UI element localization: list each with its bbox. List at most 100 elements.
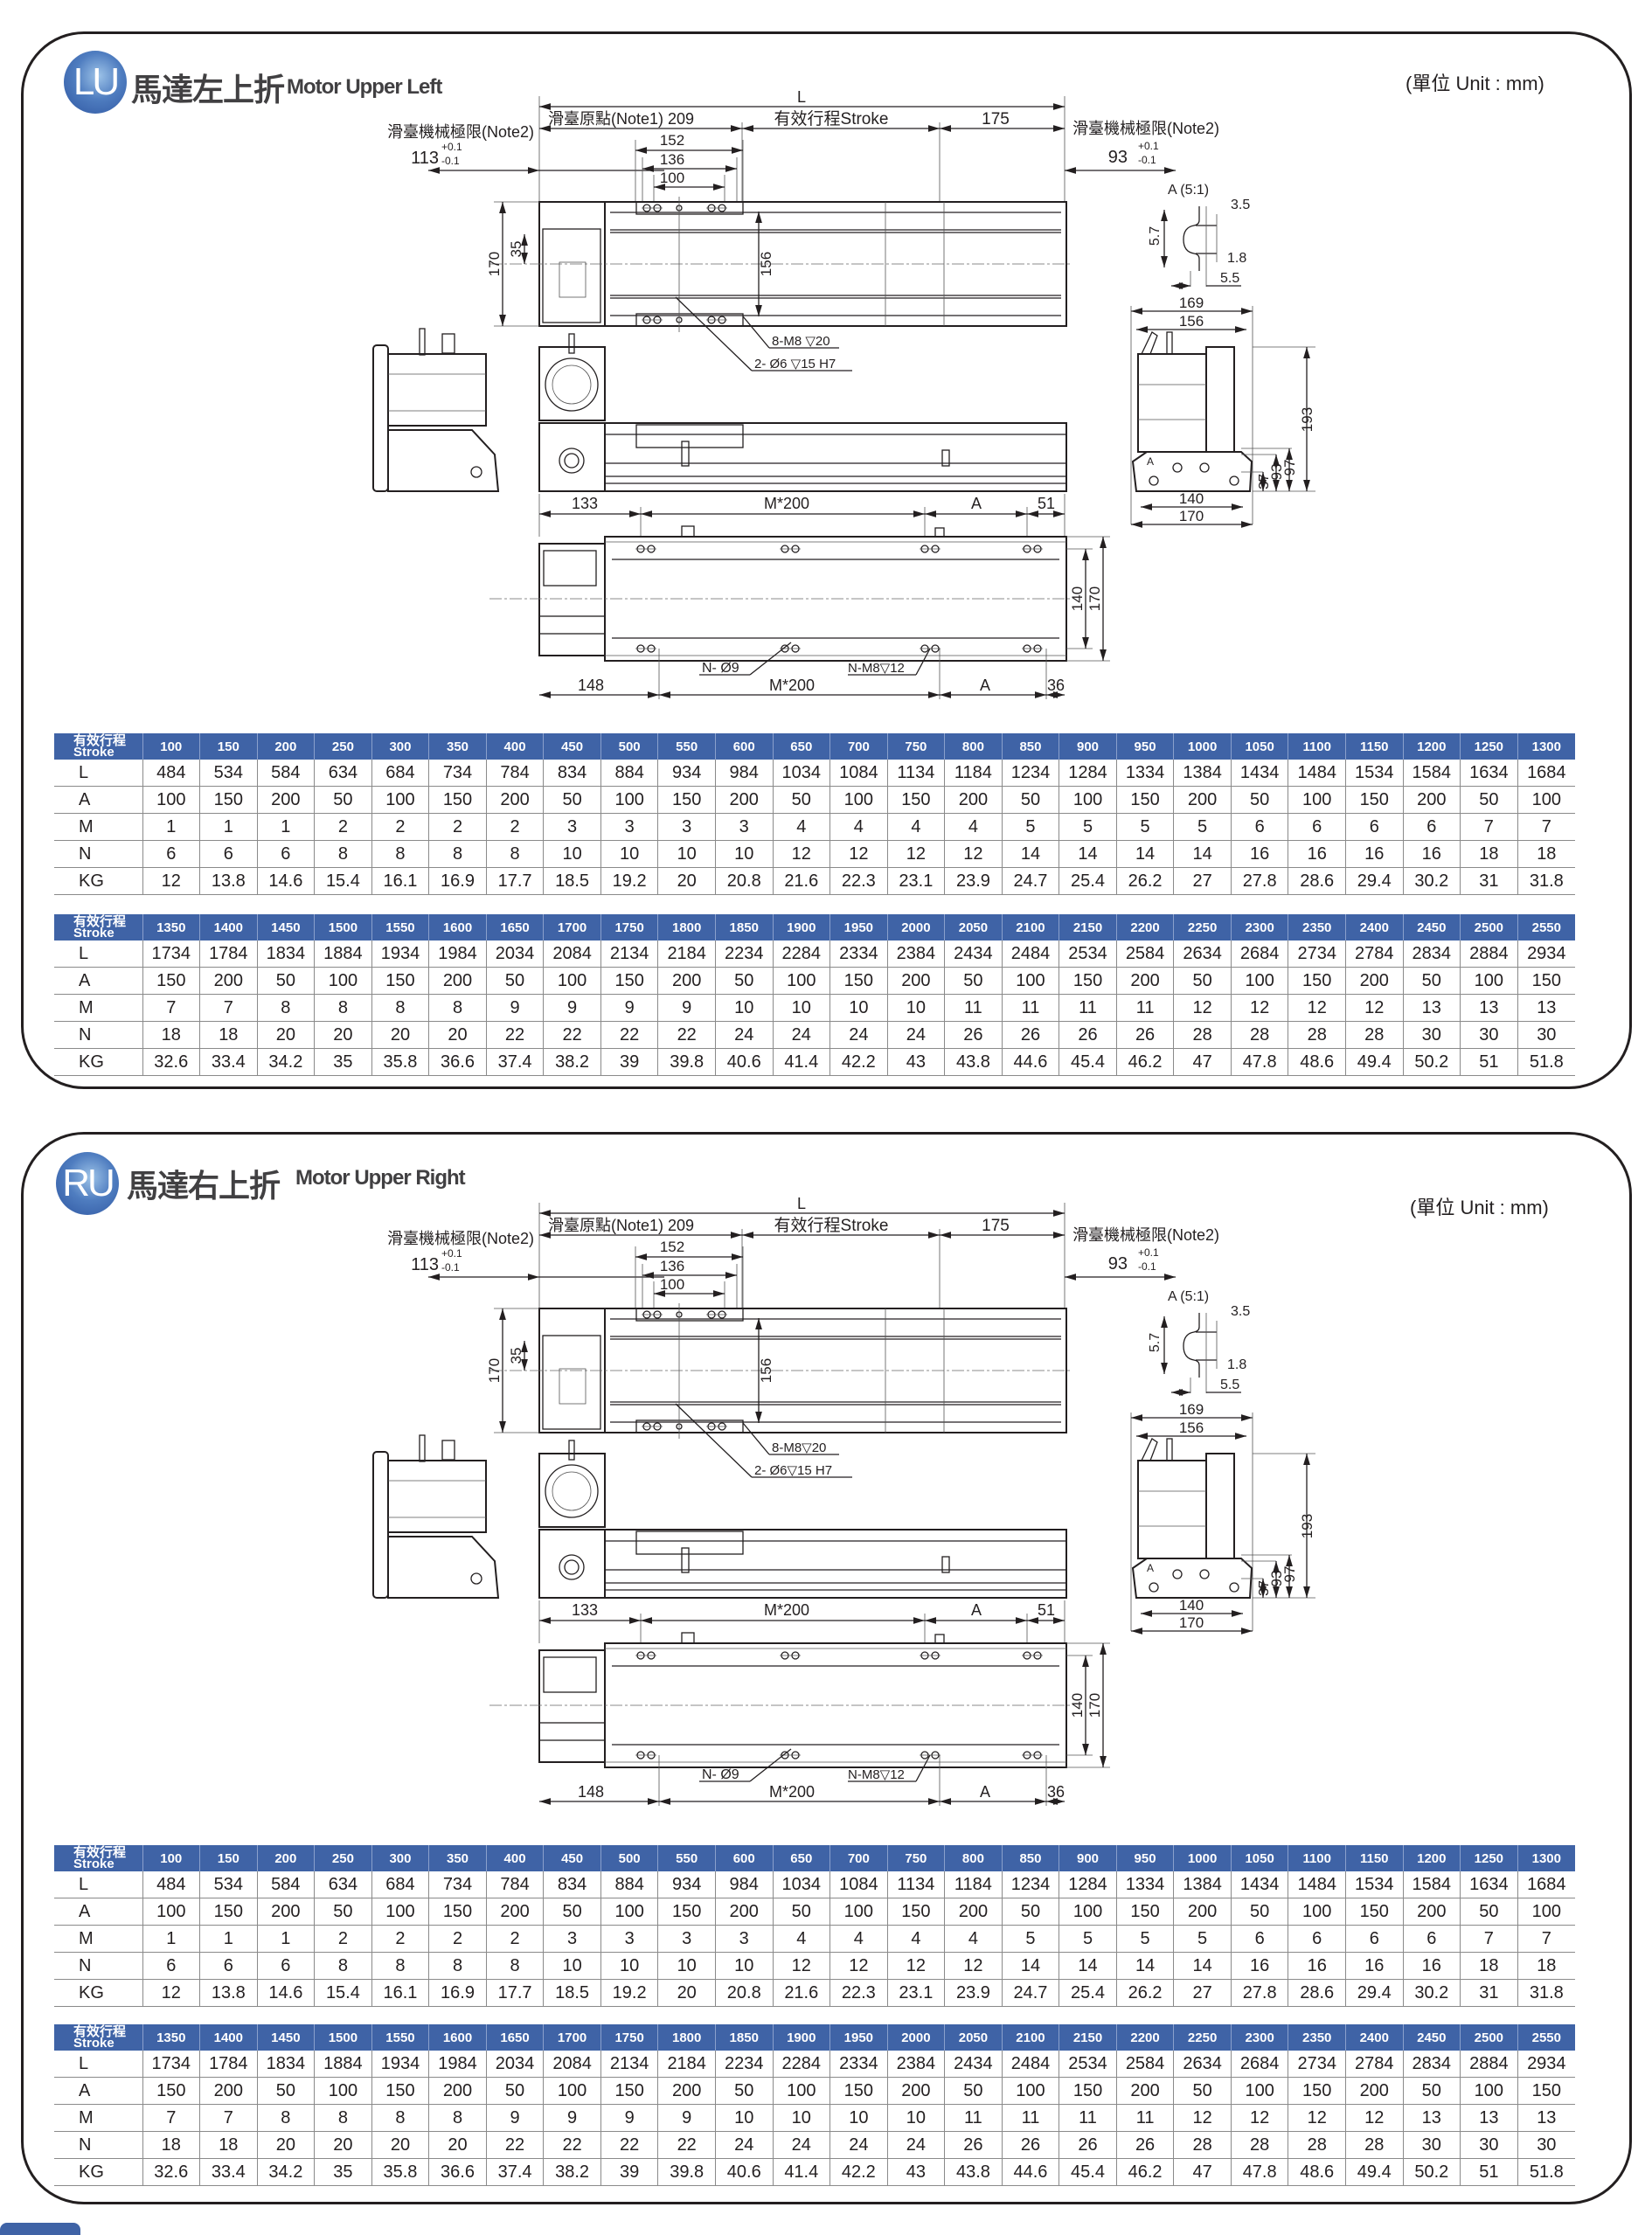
table-cell: 18 (142, 1021, 200, 1049)
stroke-column-header: 2400 (1344, 2024, 1404, 2051)
table-cell: 50 (772, 1898, 830, 1926)
table-cell: 100 (1001, 967, 1059, 995)
drawing-shape (941, 449, 950, 467)
stroke-column-header: 1000 (1173, 733, 1232, 760)
table-cell: 3 (600, 813, 658, 841)
table-cell: 28.6 (1288, 867, 1346, 895)
table-cell: 24 (886, 1021, 945, 1049)
table-cell: 11 (1115, 994, 1174, 1022)
stroke-column-header: 550 (657, 733, 716, 760)
dimension-label: +0.1 (441, 141, 462, 153)
table-cell: 3 (543, 813, 601, 841)
table-cell: 100 (772, 2077, 830, 2105)
stroke-column-header: 2450 (1402, 914, 1461, 941)
dimension-label: 156 (758, 1358, 774, 1383)
table-cell: 100 (600, 1898, 658, 1926)
stroke-column-header: 2150 (1059, 914, 1117, 941)
row-label: N (54, 840, 142, 868)
table-cell: 50 (543, 786, 601, 814)
table-cell: 100 (371, 786, 429, 814)
table-cell: 2634 (1173, 2051, 1232, 2078)
table-cell: 1684 (1517, 1871, 1575, 1898)
table-cell: 3 (714, 1925, 774, 1953)
dimension-label: 100 (660, 1276, 684, 1293)
hole-mark (552, 364, 592, 405)
drawing-line (742, 1422, 770, 1455)
table-cell: 4 (886, 1925, 945, 1953)
stroke-column-header: 700 (829, 733, 888, 760)
table-cell: 1484 (1288, 1871, 1346, 1898)
table-cell: 150 (657, 1898, 716, 1926)
table-cell: 24 (772, 2131, 830, 2159)
table-cell: 28.6 (1288, 1979, 1346, 2007)
table-cell: 43 (886, 2158, 945, 2186)
dimension-label: 148 (578, 677, 604, 694)
drawing-shape (635, 1308, 744, 1322)
drawing-shape (635, 1530, 744, 1555)
hole-mark (470, 1572, 482, 1585)
table-cell: 6 (1344, 813, 1404, 841)
row-label: A (54, 2077, 142, 2105)
table-cell: 150 (600, 2077, 658, 2105)
row-label: KG (54, 1979, 142, 2007)
dimension-label: A (1147, 455, 1154, 468)
table-cell: 8 (371, 1952, 429, 1980)
stroke-column-header: 800 (944, 1845, 1003, 1871)
table-cell: 100 (1517, 1898, 1575, 1926)
table-cell: 20 (428, 1021, 487, 1049)
table-cell: 100 (1001, 2077, 1059, 2105)
table-cell: 6 (1402, 813, 1461, 841)
dimension-label: N- Ø9 (702, 1767, 739, 1782)
dimension-label: 51 (1038, 1601, 1055, 1619)
drawing-shape (542, 1335, 601, 1430)
table-cell: 2284 (772, 2051, 830, 2078)
dimension-label: 有效行程Stroke (774, 109, 889, 128)
drawing-line (742, 316, 770, 349)
table-cell: 150 (600, 967, 658, 995)
dimension-label: -0.1 (1138, 154, 1156, 166)
table-cell: 18 (1460, 1952, 1518, 1980)
table-cell: 2534 (1059, 941, 1117, 968)
dimension-label: 140 (1069, 587, 1086, 611)
table-cell: 50 (314, 786, 372, 814)
table-cell: 14 (1059, 840, 1117, 868)
table-cell: 200 (1173, 786, 1232, 814)
table-cell: 484 (142, 760, 200, 787)
table-cell: 20 (256, 1021, 315, 1049)
table-cell: 22 (543, 2131, 601, 2159)
table-cell: 200 (256, 1898, 315, 1926)
table-cell: 8 (314, 994, 372, 1022)
table-cell: 584 (256, 760, 315, 787)
stroke-column-header: 700 (829, 1845, 888, 1871)
table-cell: 40.6 (714, 1048, 774, 1076)
dimension-label: 148 (578, 1783, 604, 1801)
table-cell: 16 (1230, 840, 1288, 868)
table-cell: 2434 (944, 2051, 1003, 2078)
dimension-label: 滑臺機械極限(Note2) (387, 123, 534, 141)
stroke-column-header: 400 (485, 733, 544, 760)
table-cell: 100 (829, 786, 888, 814)
drawing-shape (387, 353, 487, 427)
table-cell: 31 (1460, 867, 1518, 895)
row-label: N (54, 1021, 142, 1049)
dimension-label: 193 (1299, 1514, 1315, 1538)
table-cell: 7 (142, 2104, 200, 2132)
drawing-shape (538, 1649, 606, 1763)
table-cell: 30 (1402, 1021, 1461, 1049)
table-cell: 2584 (1115, 941, 1174, 968)
table-cell: 23.1 (886, 1979, 945, 2007)
dimension-label: A (5:1) (1168, 1289, 1209, 1304)
row-label: L (54, 760, 142, 787)
table-cell: 50.2 (1402, 2158, 1461, 2186)
table-cell: 20 (657, 867, 716, 895)
drawing-shape (568, 333, 575, 354)
table-cell: 8 (314, 840, 372, 868)
stroke-column-header: 1950 (829, 2024, 888, 2051)
